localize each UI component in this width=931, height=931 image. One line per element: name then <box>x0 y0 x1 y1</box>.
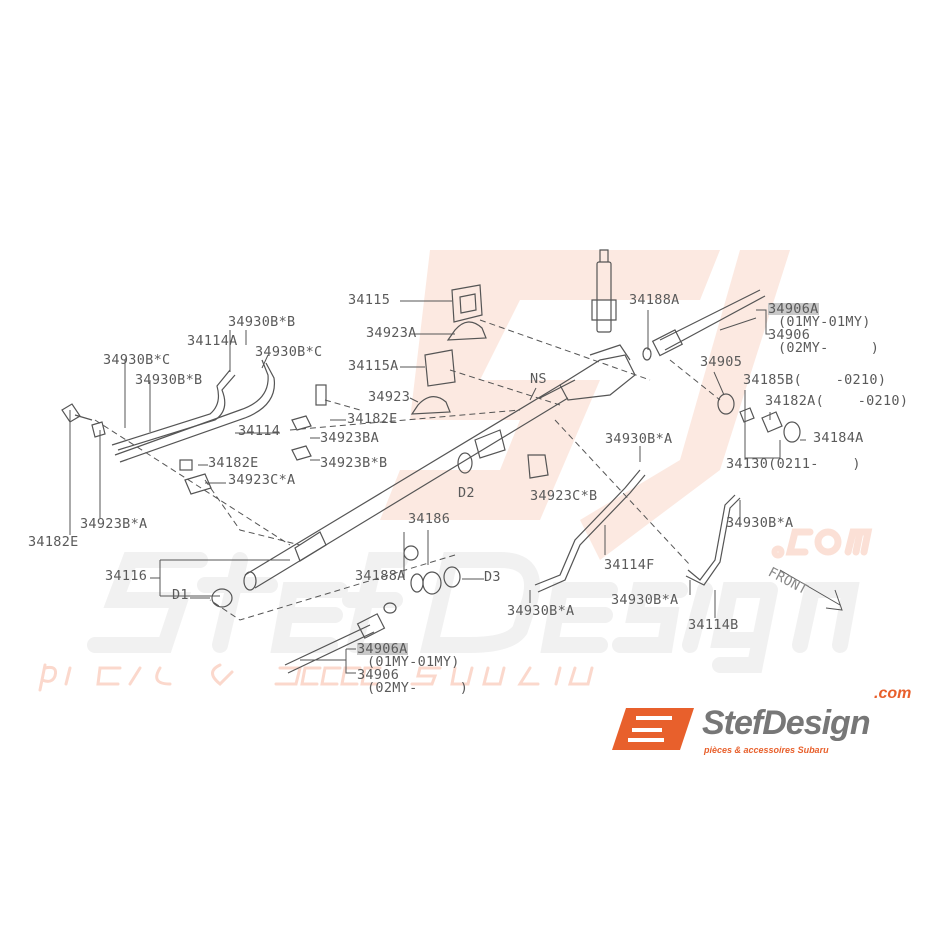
label-34923a: 34923A <box>366 325 417 341</box>
label-34930b-c: 34930B*C <box>255 344 323 360</box>
gearbox-housing <box>539 249 636 401</box>
pressure-lines <box>111 359 741 593</box>
label-34906a-range: (01MY-01MY) <box>367 654 460 670</box>
watermark-tagline-lettering <box>38 663 594 692</box>
label-34930b-a: 34930B*A <box>605 431 673 447</box>
label-34182e: 34182E <box>347 411 398 427</box>
label-34930b-c: 34930B*C <box>103 352 171 368</box>
label-34906a-highlighted: 34906A <box>357 641 408 657</box>
label-34114f: 34114F <box>604 557 655 573</box>
logo-domain: .com <box>874 685 912 702</box>
label-34182a: 34182A( -0210) <box>765 393 909 409</box>
label-d3: D3 <box>484 569 501 585</box>
label-34905: 34905 <box>700 354 743 370</box>
label-34923c-a: 34923C*A <box>228 472 296 488</box>
label-34930b-b: 34930B*B <box>228 314 296 330</box>
label-34182e: 34182E <box>208 455 259 471</box>
label-34114a: 34114A <box>187 333 238 349</box>
label-34188a: 34188A <box>629 292 680 308</box>
watermark-brand-lettering <box>87 552 860 673</box>
boot-parts <box>211 393 801 608</box>
label-34114: 34114 <box>238 423 281 439</box>
watermark-domain-lettering <box>771 528 873 559</box>
tie-rod-right <box>642 289 766 361</box>
rack-tube <box>243 384 569 591</box>
label-34182e: 34182E <box>28 534 79 550</box>
label-34114b: 34114B <box>688 617 739 633</box>
label-34930b-b: 34930B*B <box>135 372 203 388</box>
label-34930b-a: 34930B*A <box>611 592 679 608</box>
logo-tagline: pièces & accessoires Subaru <box>704 745 829 755</box>
label-34185b: 34185B( -0210) <box>743 372 887 388</box>
label-34923b-b: 34923B*B <box>320 455 388 471</box>
label-34906a-range: (01MY-01MY) <box>778 314 871 330</box>
label-34930b-a: 34930B*A <box>507 603 575 619</box>
label-34116: 34116 <box>105 568 148 584</box>
leader-lines <box>94 319 721 621</box>
label-34923b-a: 34923B*A <box>80 516 148 532</box>
label-34923c-b: 34923C*B <box>530 488 598 504</box>
logo-brand: StefDesign <box>702 704 871 742</box>
label-d2: D2 <box>458 485 475 501</box>
bushing-mounts <box>410 284 549 479</box>
label-34115a: 34115A <box>348 358 399 374</box>
label-34906: 34906 <box>768 327 811 343</box>
label-34906-range: (02MY- ) <box>778 340 880 356</box>
fittings <box>61 384 327 495</box>
label-34186: 34186 <box>408 511 451 527</box>
label-ns: NS <box>530 371 547 387</box>
label-34115: 34115 <box>348 292 391 308</box>
label-34923ba: 34923BA <box>320 430 379 446</box>
stefdesign-logo: StefDesign .com pièces & accessoires Sub… <box>612 686 922 760</box>
label-34906-range: (02MY- ) <box>367 680 469 696</box>
label-34184a: 34184A <box>813 430 864 446</box>
label-34906: 34906 <box>357 667 400 683</box>
logo-mark <box>612 708 694 750</box>
label-34930b-a: 34930B*A <box>726 515 794 531</box>
label-34130: 34130(0211- ) <box>726 456 861 472</box>
tie-rod-left <box>284 602 397 674</box>
label-34906a-highlighted: 34906A <box>768 301 819 317</box>
callout-lines <box>69 300 843 674</box>
label-34923: 34923 <box>368 389 411 405</box>
label-d1: D1 <box>172 587 189 603</box>
label-34188a: 34188A <box>355 568 406 584</box>
